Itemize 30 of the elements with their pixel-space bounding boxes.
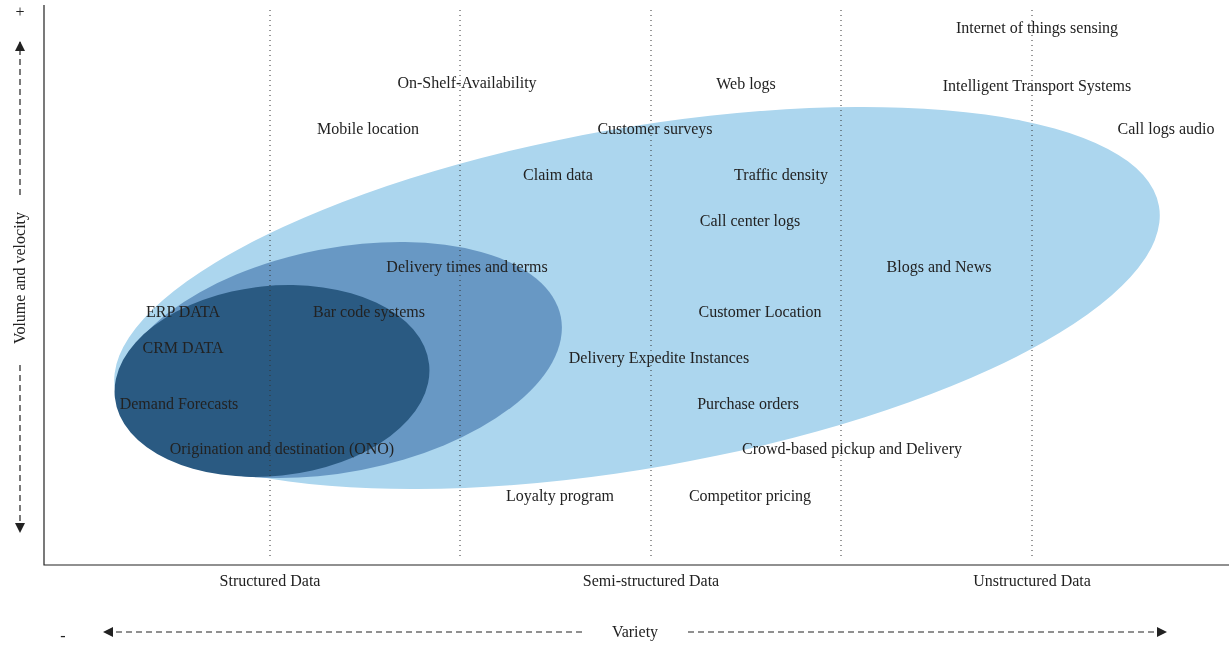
data-label: CRM DATA: [142, 338, 224, 358]
data-label: Blogs and News: [886, 257, 992, 277]
category-label: Structured Data: [219, 571, 321, 591]
data-label: Web logs: [716, 74, 776, 94]
data-label: On-Shelf-Availability: [397, 73, 537, 93]
data-label: Customer Location: [698, 302, 822, 322]
data-label: Competitor pricing: [688, 486, 812, 506]
data-label: Origination and destination (ONO): [169, 439, 395, 459]
data-label: Call logs audio: [1117, 119, 1215, 139]
data-label: Internet of things sensing: [955, 18, 1119, 38]
data-label: Claim data: [523, 165, 593, 185]
data-label: Customer surveys: [597, 119, 713, 139]
data-label: Demand Forecasts: [119, 394, 239, 414]
category-label: Semi-structured Data: [582, 571, 720, 591]
axis-title: Variety: [611, 622, 659, 642]
data-label: Crowd-based pickup and Delivery: [742, 439, 962, 459]
data-label: Traffic density: [734, 165, 828, 185]
data-label: Delivery Expedite Instances: [568, 348, 750, 368]
data-label: ERP DATA: [145, 302, 221, 322]
axis-title: Volume and velocity: [10, 211, 30, 345]
data-label: Purchase orders: [697, 394, 799, 414]
data-label: Call center logs: [699, 211, 801, 231]
category-label: Unstructured Data: [973, 571, 1091, 591]
data-label: Loyalty program: [506, 486, 614, 506]
axis-sign: +: [15, 2, 25, 22]
axis-sign: -: [60, 626, 66, 646]
data-label: Bar code systems: [313, 302, 425, 322]
data-label: Delivery times and terms: [386, 257, 548, 277]
data-label: Mobile location: [317, 119, 419, 139]
data-label: Intelligent Transport Systems: [942, 76, 1132, 96]
